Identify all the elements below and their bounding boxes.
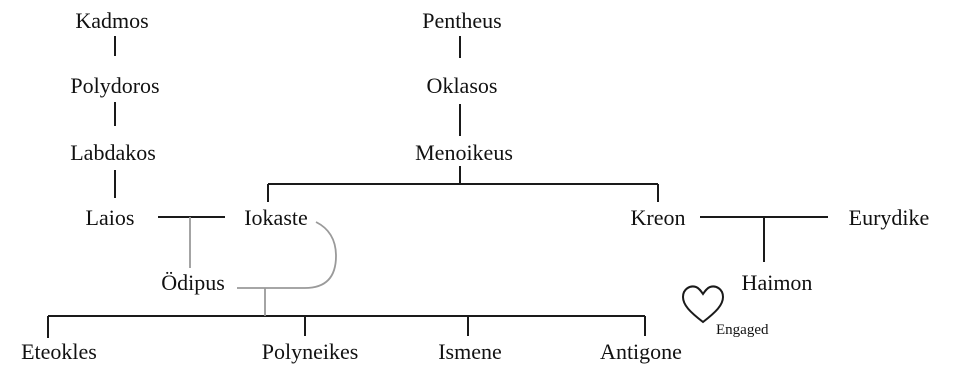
person-oklasos: Oklasos: [426, 73, 498, 98]
person-haimon: Haimon: [741, 270, 813, 295]
person-iokaste: Iokaste: [244, 205, 308, 230]
person-labdakos: Labdakos: [70, 140, 156, 165]
person-eurydike: Eurydike: [848, 205, 930, 230]
person-antigone: Antigone: [600, 339, 682, 364]
person-menoikeus: Menoikeus: [415, 140, 513, 165]
heart-icon: [681, 285, 725, 324]
connector-oedipus-iokaste-curve: [237, 221, 337, 289]
person-ismene: Ismene: [438, 339, 502, 364]
person-oedipus: Ödipus: [161, 270, 225, 295]
engaged-label: Engaged: [716, 322, 769, 338]
person-kadmos: Kadmos: [75, 8, 149, 33]
person-polydoros: Polydoros: [70, 73, 160, 98]
person-eteokles: Eteokles: [21, 339, 97, 364]
person-laios: Laios: [85, 205, 135, 230]
person-pentheus: Pentheus: [422, 8, 502, 33]
person-polyneikes: Polyneikes: [261, 339, 359, 364]
person-kreon: Kreon: [630, 205, 686, 230]
